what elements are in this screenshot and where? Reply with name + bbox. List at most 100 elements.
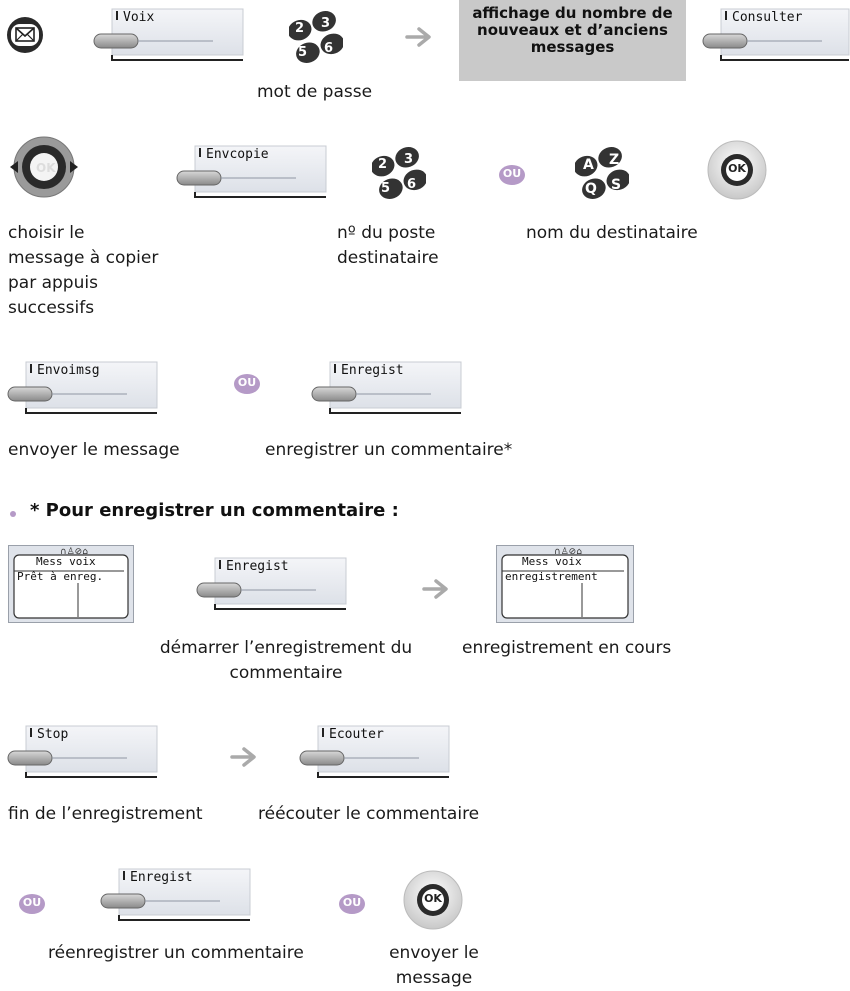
phone-screen-ready: ∩♙⊘⌂ Mess voix Prêt à enreg. — [8, 545, 134, 623]
ou-badge: OU — [233, 373, 261, 395]
caption-destination-number: nº du poste destinataire — [337, 221, 439, 271]
caption-choose-message: choisir le message à copier par appuis s… — [8, 221, 158, 321]
softkey-label: Stop — [37, 727, 69, 742]
softkey-enregist[interactable]: Enregist — [196, 556, 348, 612]
ok-icon — [403, 870, 463, 930]
ou-badge: OU — [338, 893, 366, 915]
softkey-label: Envoimsg — [37, 363, 100, 378]
ok-icon — [707, 140, 767, 200]
svg-text:3: 3 — [321, 16, 330, 31]
svg-text:2: 2 — [295, 21, 304, 36]
numeric-keypad-icon: 2 3 5 6 — [370, 146, 428, 200]
svg-text:2: 2 — [378, 157, 387, 172]
softkey-frame — [311, 361, 462, 414]
caption-line: commentaire — [229, 663, 343, 683]
svg-text:Z: Z — [609, 152, 619, 168]
caption-send-message-2: envoyer le message — [384, 941, 484, 991]
svg-text:5: 5 — [381, 181, 390, 196]
info-line: messages — [530, 38, 615, 56]
caption-listen-again: réécouter le commentaire — [258, 804, 480, 824]
softkey-frame — [93, 8, 244, 61]
ou-badge: OU — [498, 164, 526, 186]
softkey-frame — [7, 725, 158, 778]
caption-line: envoyer le — [389, 943, 479, 963]
caption-recording-in-progress: enregistrement en cours — [462, 638, 672, 658]
phone-screen-recording: ∩♙⊘⌂ Mess voix enregistrement — [496, 545, 634, 623]
softkey-envoimsg[interactable]: Envoimsg — [7, 360, 159, 416]
softkey-frame — [702, 8, 850, 61]
caption-destination-name: nom du destinataire — [526, 223, 698, 243]
softkey-frame — [299, 725, 450, 778]
softkey-consulter[interactable]: Consulter — [702, 7, 850, 63]
softkey-frame — [176, 145, 327, 198]
info-box: affichage du nombre de nouveaux et d’anc… — [459, 0, 686, 81]
svg-text:∩♙⊘⌂: ∩♙⊘⌂ — [60, 547, 88, 557]
arrow-right-icon — [422, 577, 452, 601]
softkey-frame — [196, 557, 347, 610]
ok-button[interactable]: OK — [706, 139, 768, 201]
softkey-enregist[interactable]: Enregist — [100, 867, 252, 923]
bullet — [10, 511, 16, 517]
screen-line: enregistrement — [505, 570, 598, 583]
screen-line: Prêt à enreg. — [17, 570, 104, 583]
svg-text:Q: Q — [585, 181, 597, 197]
svg-text:A: A — [583, 157, 594, 173]
softkey-label: Enregist — [226, 559, 289, 574]
softkey-label: Enregist — [341, 363, 404, 378]
alpha-keypad-icon: A Z Q S — [573, 146, 631, 200]
arrow-right-icon — [230, 745, 260, 769]
softkey-envcopie[interactable]: Envcopie — [176, 144, 328, 200]
ou-label: OU — [342, 896, 362, 909]
svg-text:6: 6 — [407, 177, 416, 192]
svg-text:6: 6 — [324, 41, 333, 56]
ok-label: OK — [728, 162, 746, 175]
section-heading: * Pour enregistrer un commentaire : — [30, 500, 399, 521]
caption-line: nº du poste — [337, 223, 436, 243]
caption-line: destinataire — [337, 248, 439, 268]
softkey-enregist[interactable]: Enregist — [311, 360, 463, 416]
caption-line: message — [395, 968, 473, 988]
ou-label: OU — [502, 167, 522, 180]
softkey-frame — [7, 361, 158, 414]
svg-text:∩♙⊘⌂: ∩♙⊘⌂ — [554, 547, 582, 557]
caption-line: message à copier — [8, 248, 159, 268]
numeric-keypad-icon: 2 3 5 6 — [287, 10, 345, 64]
softkey-label: Consulter — [732, 10, 803, 25]
info-line: nouveaux et d’anciens — [477, 21, 668, 39]
ok-button[interactable]: OK — [402, 869, 464, 931]
envelope-icon — [7, 17, 43, 53]
screen-title: Mess voix — [36, 555, 96, 568]
caption-line: par appuis — [8, 273, 98, 293]
svg-text:3: 3 — [404, 152, 413, 167]
caption-line: démarrer l’enregistrement du — [159, 638, 413, 658]
ou-badge: OU — [18, 893, 46, 915]
caption-send-message: envoyer le message — [8, 440, 180, 460]
caption-end-recording: fin de l’enregistrement — [8, 804, 203, 824]
caption-record-comment: enregistrer un commentaire* — [265, 440, 513, 460]
navigator-icon: OK — [10, 136, 78, 198]
svg-text:OK: OK — [36, 161, 56, 175]
caption-start-recording: démarrer l’enregistrement du commentaire — [158, 636, 414, 686]
ou-label: OU — [22, 896, 42, 909]
svg-text:S: S — [611, 177, 621, 193]
softkey-stop[interactable]: Stop — [7, 724, 159, 780]
arrow-right-icon — [405, 25, 435, 49]
caption-line: successifs — [8, 298, 95, 318]
softkey-label: Enregist — [130, 870, 193, 885]
info-line: affichage du nombre de — [472, 4, 673, 22]
screen-title: Mess voix — [522, 555, 582, 568]
svg-text:5: 5 — [298, 45, 307, 60]
softkey-label: Envcopie — [206, 147, 269, 162]
caption-line: choisir le — [8, 223, 85, 243]
caption-password: mot de passe — [257, 82, 373, 102]
caption-rerecord: réenregistrer un commentaire — [48, 943, 304, 963]
softkey-label: Ecouter — [329, 727, 384, 742]
softkey-voix[interactable]: Voix — [93, 7, 245, 63]
envelope-key[interactable] — [6, 16, 44, 54]
softkey-frame — [100, 868, 251, 921]
ok-label: OK — [424, 892, 442, 905]
softkey-label: Voix — [123, 10, 155, 25]
softkey-ecouter[interactable]: Ecouter — [299, 724, 451, 780]
navigator-key[interactable]: OK — [7, 134, 81, 200]
ou-label: OU — [237, 376, 257, 389]
